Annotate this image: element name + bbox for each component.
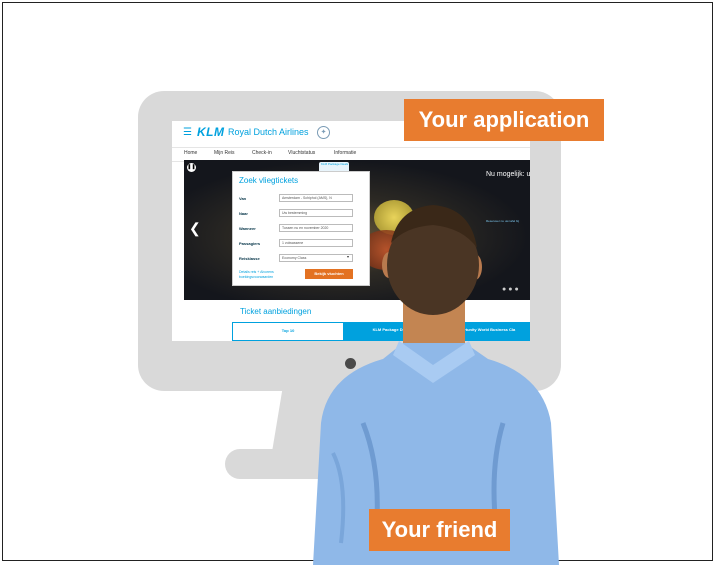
skyteam-icon: ✦ xyxy=(317,126,330,139)
offers-tabs: Top 10 KLM Package Deals Opportunity Wor… xyxy=(232,322,530,341)
klm-brand-name: Royal Dutch Airlines xyxy=(228,127,309,137)
flight-search-panel: Zoek vliegtickets Van Amsterdam - Schiph… xyxy=(232,171,370,286)
monitor-stand xyxy=(271,388,416,458)
your-application-label: Your application xyxy=(404,99,604,141)
nav-check-in[interactable]: Check-in xyxy=(252,150,272,156)
hamburger-menu-icon[interactable]: ☰ xyxy=(183,127,192,138)
your-friend-label: Your friend xyxy=(369,509,510,551)
chevron-down-icon[interactable]: ▾ xyxy=(347,254,350,259)
chevron-left-icon[interactable]: ❮ xyxy=(189,220,201,236)
from-field[interactable]: Amsterdam - Schiphol (AMS), N xyxy=(279,194,353,202)
trip-details-link[interactable]: Details reis + Alvorens boekingsvoorwaar… xyxy=(239,270,274,279)
screen: ☰ KLM Royal Dutch Airlines ✦ Home Mijn R… xyxy=(172,121,530,341)
class-select[interactable]: Economy Class xyxy=(279,254,353,262)
offer-tab-top10[interactable]: Top 10 xyxy=(232,322,344,341)
nav-informatie[interactable]: Informatie xyxy=(334,150,357,156)
search-title: Zoek vliegtickets xyxy=(239,176,299,185)
class-label: Reisklasse xyxy=(239,256,260,261)
from-label: Van xyxy=(239,196,247,201)
promo-link[interactable]: Reserveer nu uw tafel bij xyxy=(486,219,520,223)
klm-header: ☰ KLM Royal Dutch Airlines ✦ xyxy=(172,121,530,147)
nav-vluchtstatus[interactable]: Vluchtstatus xyxy=(288,150,316,156)
promo-text: Nu mogelijk: uw Flying Blue bij het afre… xyxy=(486,171,530,178)
view-flights-button[interactable]: Bekijk vluchten xyxy=(305,269,353,279)
offer-tab-package[interactable]: KLM Package Deals xyxy=(344,322,439,341)
monitor-base xyxy=(225,449,465,479)
offer-tab-business[interactable]: Opportunity World Business Cla xyxy=(439,322,530,341)
passengers-field[interactable]: 1 volwassene xyxy=(279,239,353,247)
food-image xyxy=(409,208,439,236)
passengers-label: Passagiers xyxy=(239,241,261,246)
pause-icon[interactable]: ❚❚ xyxy=(187,163,196,172)
when-label: Wanneer xyxy=(239,226,256,231)
nav-home[interactable]: Home xyxy=(184,150,198,156)
offers-title: Ticket aanbiedingen xyxy=(240,307,312,316)
carousel-dots[interactable]: ●●● xyxy=(502,286,521,293)
when-field[interactable]: Tussen nu en november 2020 xyxy=(279,224,353,232)
nav-mijn-reis[interactable]: Mijn Reis xyxy=(214,150,235,156)
klm-logo: KLM xyxy=(197,125,225,139)
to-label: Naar xyxy=(239,211,248,216)
to-field[interactable]: Uw bestemming xyxy=(279,209,353,217)
power-button-icon xyxy=(345,358,356,369)
